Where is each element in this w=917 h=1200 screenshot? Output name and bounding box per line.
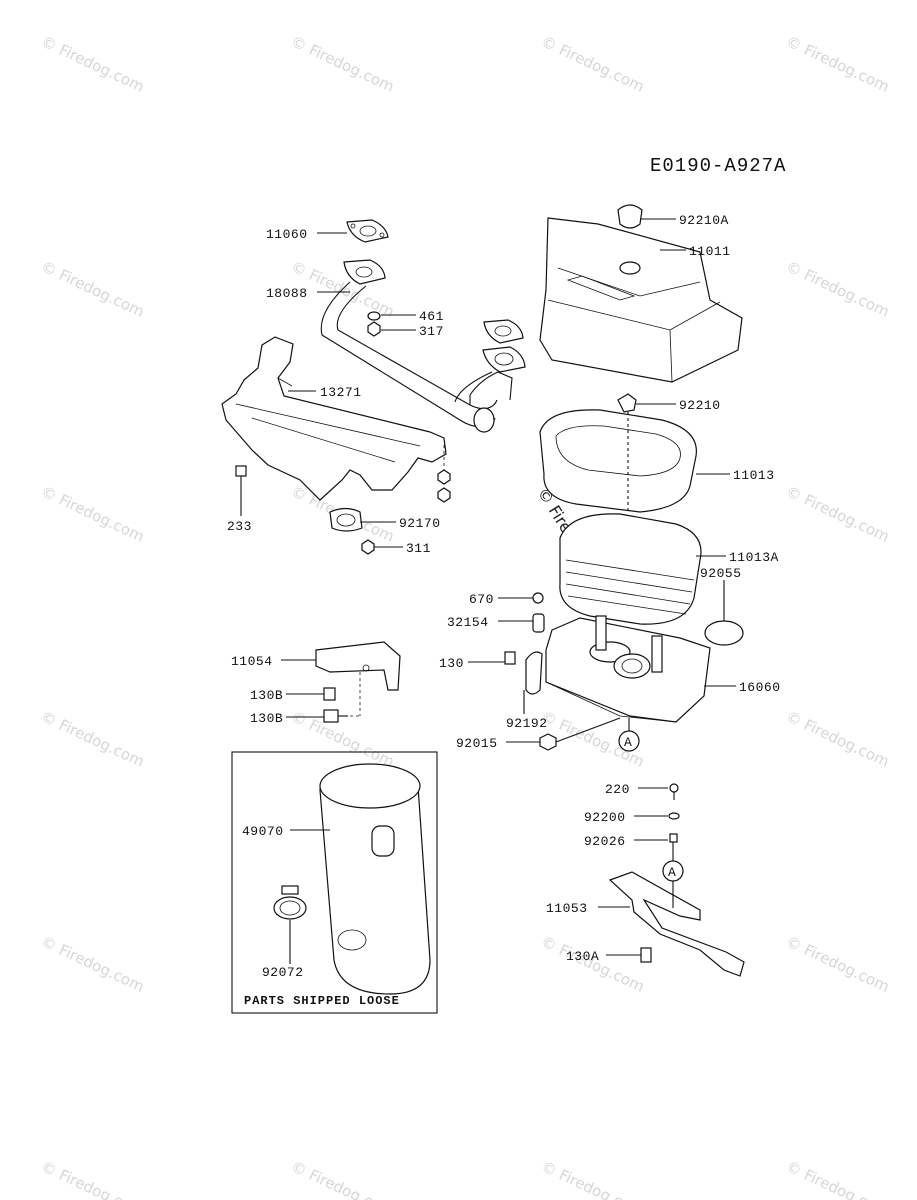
- exhaust-pipe-18088: [320, 259, 526, 433]
- gasket-11060: [346, 219, 389, 243]
- part-label-16060: 16060: [739, 680, 781, 695]
- part-label-49070: 49070: [242, 824, 284, 839]
- nut-92015: [539, 733, 557, 751]
- watermark-text: © Firedog.com: [783, 707, 892, 770]
- part-label-92026: 92026: [584, 834, 626, 849]
- part-label-92170: 92170: [399, 516, 441, 531]
- part-label-18088: 18088: [266, 286, 308, 301]
- base-16060: [545, 615, 711, 723]
- part-label-13271: 13271: [320, 385, 362, 400]
- part-label-92072: 92072: [262, 965, 304, 980]
- part-label-92015: 92015: [456, 736, 498, 751]
- clamp-92170: [329, 507, 363, 532]
- nut-317: [367, 321, 381, 337]
- bolt-130B-1: [323, 687, 336, 701]
- part-label-130: 130: [439, 656, 464, 671]
- screw-220: [669, 783, 679, 800]
- bolt-130A: [640, 947, 652, 963]
- watermark-text: © Firedog.com: [38, 32, 147, 95]
- part-label-11011: 11011: [689, 244, 731, 259]
- callout-a-letter: A: [624, 735, 632, 750]
- bracket-13271: [221, 336, 447, 501]
- part-label-233: 233: [227, 519, 252, 534]
- part-label-11013A: 11013A: [729, 550, 779, 565]
- fitting-32154: [532, 613, 545, 633]
- part-label-92200: 92200: [584, 810, 626, 825]
- collar-92026: [669, 833, 678, 843]
- watermark-text: © Firedog.com: [538, 932, 647, 995]
- screw-670: [532, 592, 544, 604]
- clamp-92072: [273, 885, 307, 920]
- callout-a-lower: A: [662, 860, 684, 882]
- bolt-130B-2: [323, 709, 348, 723]
- pre-cleaner-11013: [539, 409, 697, 513]
- watermark-text: © Firedog.com: [288, 32, 397, 95]
- part-label-130B: 130B: [250, 711, 283, 726]
- part-label-11060: 11060: [266, 227, 308, 242]
- part-label-220: 220: [605, 782, 630, 797]
- nut-311: [361, 539, 375, 555]
- watermark-text: © Firedog.com: [538, 1157, 647, 1200]
- element-11013A: [559, 513, 702, 625]
- washer-92200: [668, 812, 680, 820]
- o-ring-92055: [704, 620, 744, 646]
- part-label-32154: 32154: [447, 615, 489, 630]
- nut-461: [367, 311, 381, 321]
- watermark-text: © Firedog.com: [288, 1157, 397, 1200]
- watermark-text: © Firedog.com: [38, 932, 147, 995]
- muffler-49070: [319, 763, 431, 995]
- kit-caption: PARTS SHIPPED LOOSE: [244, 994, 400, 1008]
- callout-a-upper: A: [618, 730, 640, 752]
- part-label-461: 461: [419, 309, 444, 324]
- bolt-233: [235, 465, 247, 484]
- nuts-small: [437, 445, 451, 503]
- watermark-text: © Firedog.com: [38, 707, 147, 770]
- parts-loose-box: [231, 751, 438, 1014]
- part-label-311: 311: [406, 541, 431, 556]
- watermark-text: © Firedog.com: [783, 482, 892, 545]
- part-label-317: 317: [419, 324, 444, 339]
- bolt-130: [504, 651, 516, 665]
- watermark-text: © Firedog.com: [38, 257, 147, 320]
- watermark-text: © Firedog.com: [783, 1157, 892, 1200]
- part-label-11013: 11013: [733, 468, 775, 483]
- part-label-11054: 11054: [231, 654, 273, 669]
- watermark-text: © Firedog.com: [538, 32, 647, 95]
- part-label-670: 670: [469, 592, 494, 607]
- part-label-130A: 130A: [566, 949, 599, 964]
- hose-92192: [525, 651, 543, 695]
- leader-lines: [240, 218, 736, 964]
- watermark-text: © Firedog.com: [783, 32, 892, 95]
- bracket-11053: [608, 871, 745, 977]
- part-label-11053: 11053: [546, 901, 588, 916]
- callout-a-letter: A: [668, 865, 676, 880]
- part-label-92210A: 92210A: [679, 213, 729, 228]
- cover-11011: [539, 217, 743, 383]
- watermark-text: © Firedog.com: [783, 257, 892, 320]
- part-label-92192: 92192: [506, 716, 548, 731]
- knob-92210A: [617, 204, 643, 229]
- part-label-130B: 130B: [250, 688, 283, 703]
- diagram-code: E0190-A927A: [650, 155, 786, 177]
- watermark-text: © Firedog.com: [38, 1157, 147, 1200]
- part-label-92210: 92210: [679, 398, 721, 413]
- watermark-text: © Firedog.com: [38, 482, 147, 545]
- bracket-11054: [315, 641, 401, 691]
- part-label-92055: 92055: [700, 566, 742, 581]
- part-labels: 11060 18088 461 317 13271 233 92170 311 …: [227, 213, 781, 980]
- watermark-text: © Firedog.com: [783, 932, 892, 995]
- wing-nut-92210: [617, 393, 637, 413]
